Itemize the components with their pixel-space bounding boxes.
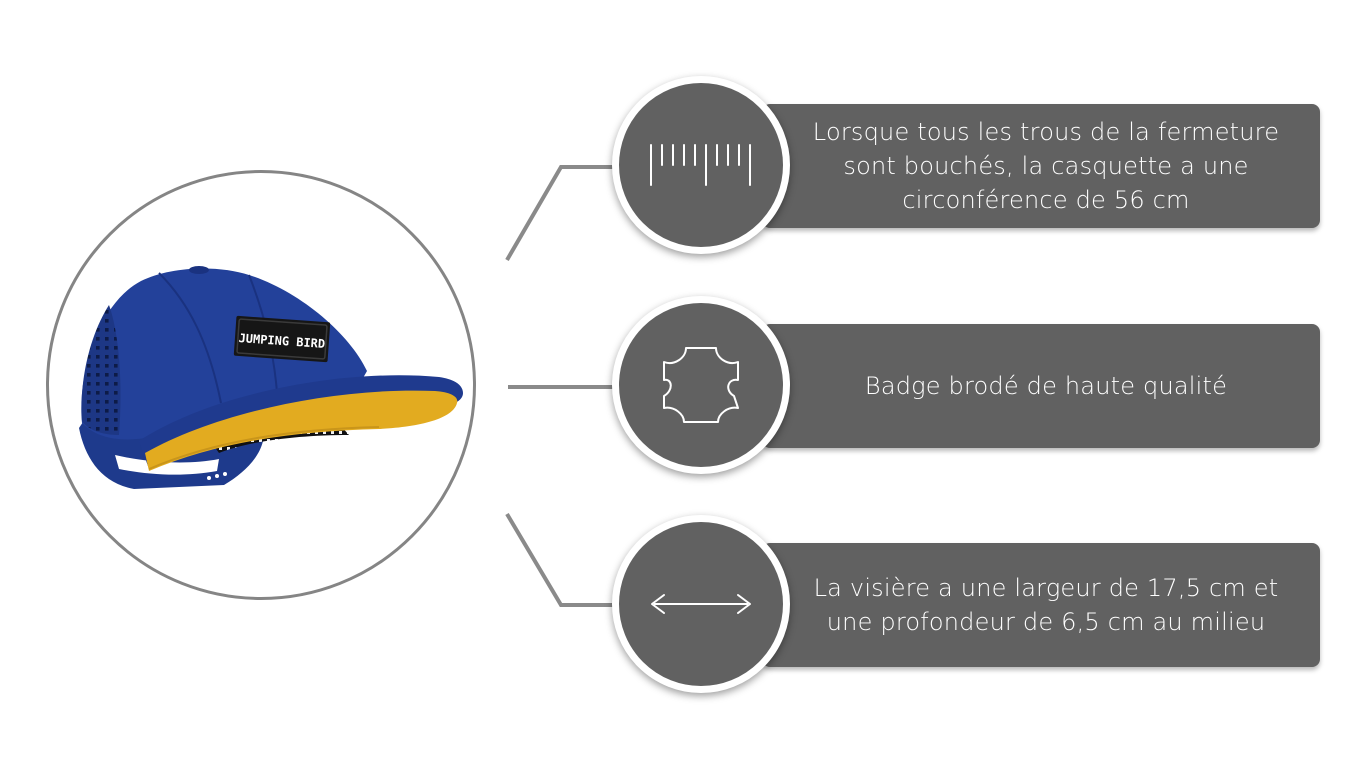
feature-badge-quality: Badge brodé de haute qualité — [612, 296, 1322, 476]
cap-illustration: JUMPING BIRD — [79, 266, 463, 489]
mesh-side-panel — [81, 305, 121, 435]
feature-panel: La visière a une largeur de 17,5 cm et u… — [762, 543, 1320, 667]
feature-panel: Lorsque tous les trous de la fermeture s… — [762, 104, 1320, 228]
feature-text: La visière a une largeur de 17,5 cm et u… — [813, 574, 1279, 636]
icon-badge — [612, 76, 790, 254]
icon-badge — [612, 515, 790, 693]
feature-panel: Badge brodé de haute qualité — [762, 324, 1320, 448]
cap-crown — [81, 268, 367, 440]
feature-text: Lorsque tous les trous de la fermeture s… — [812, 118, 1280, 214]
feature-text: Badge brodé de haute qualité — [864, 372, 1228, 400]
strap-opening — [115, 455, 219, 475]
ruler-icon — [650, 144, 751, 186]
double-arrow-icon — [651, 594, 751, 614]
product-image-frame: JUMPING BIRD — [46, 170, 476, 600]
badge-text: JUMPING BIRD — [238, 331, 325, 351]
feature-circumference: Lorsque tous les trous de la fermeture s… — [612, 76, 1322, 256]
feature-visor-size: La visière a une largeur de 17,5 cm et u… — [612, 515, 1322, 695]
connector-bottom — [505, 512, 616, 607]
icon-badge — [612, 296, 790, 474]
front-badge: JUMPING BIRD — [233, 315, 331, 363]
connector-top — [505, 165, 616, 262]
embroidered-badge-icon — [663, 347, 739, 423]
visor-underside — [145, 390, 458, 471]
